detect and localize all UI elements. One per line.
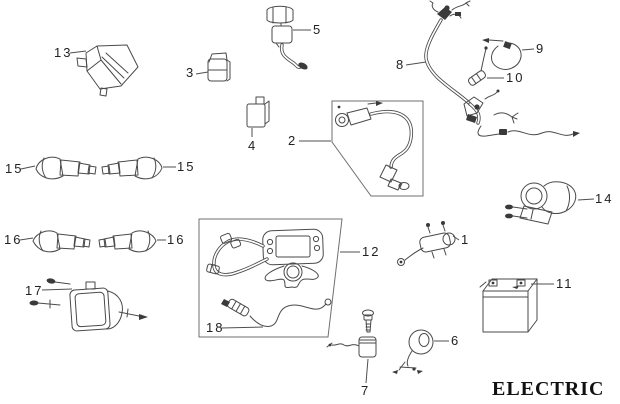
part-18-cable-drawing [221,298,332,327]
part-9-wire-lead-drawing [482,38,522,70]
part-2-callout-box [331,100,424,197]
part-callout-7: 7 [361,383,371,398]
part-callout-11: 11 [556,276,574,291]
part-callout-4: 4 [248,138,258,153]
part-callout-3: 3 [186,65,196,80]
part-3-relay-drawing [207,52,231,82]
part-callout-17: 17 [25,283,44,298]
part-callout-6: 6 [451,333,461,348]
part-callout-5: 5 [313,22,323,37]
part-17-headlight-drawing [29,278,148,332]
part-2-ignition-coil-drawing [335,101,414,191]
part-callout-13: 13 [54,45,73,60]
part-5-ignition-switch-drawing [266,5,308,70]
part-callout-15-left: 15 [5,161,24,176]
part-callout-8: 8 [396,57,406,72]
part-6-horn-drawing [392,329,434,374]
part-4-cdi-drawing [246,96,270,128]
part-15-left-turn-signal-drawing [35,156,97,180]
part-12-callout-box [198,218,343,338]
part-15-right-turn-signal-drawing [101,156,163,180]
part-callout-16-left: 16 [4,232,23,247]
part-callout-15-right: 15 [177,159,196,174]
part-callout-12: 12 [362,244,381,259]
part-callout-9: 9 [536,41,546,56]
part-callout-1: 1 [461,232,471,247]
callout-leader-lines [19,29,595,384]
part-11-battery-drawing [479,278,538,333]
part-callout-16-right: 16 [167,232,186,247]
part-13-duct-drawing [76,44,139,97]
diagram-title: ELECTRIC [492,378,605,400]
part-callout-2: 2 [288,133,298,148]
part-16-left-turn-signal-drawing [32,230,91,253]
part-12-speedometer-cluster-drawing [206,228,324,288]
part-1-starter-relay-drawing [397,221,456,266]
part-callout-18: 18 [206,320,225,335]
part-14-starter-unit-drawing [505,181,577,225]
part-8-wire-harness-drawing [424,0,580,137]
part-10-inline-fuse-drawing [468,46,488,86]
part-callout-10: 10 [506,70,525,85]
part-callout-14: 14 [595,191,614,206]
part-7-condenser-drawing [326,309,377,358]
part-16-right-turn-signal-drawing [98,230,157,253]
